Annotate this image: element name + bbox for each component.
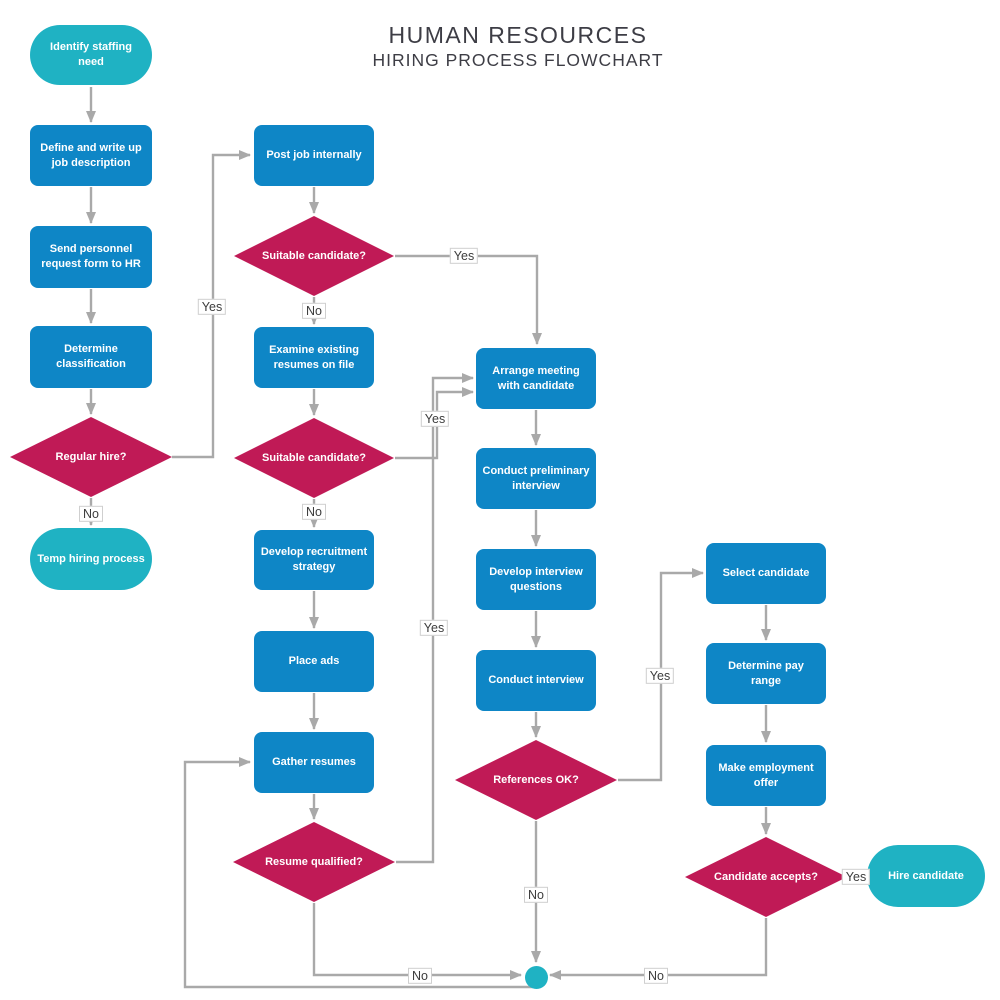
edge-label-sc1-yes: Yes bbox=[449, 247, 479, 265]
edge-label-sc1-no: No bbox=[302, 302, 326, 320]
node-label: Regular hire? bbox=[55, 450, 127, 463]
node-label: Candidate accepts? bbox=[714, 870, 818, 883]
node-label: Hire candidate bbox=[888, 869, 964, 882]
edge-label-regular-hire-no: No bbox=[79, 505, 103, 523]
node-arrange-meeting: Arrange meeting with candidate bbox=[476, 348, 596, 409]
node-post-job-internally: Post job internally bbox=[254, 125, 374, 186]
node-label: Determine pay range bbox=[728, 659, 804, 687]
edge-accepts-no bbox=[549, 918, 768, 980]
node-label: Resume qualified? bbox=[265, 855, 363, 868]
title-line2: HIRING PROCESS FLOWCHART bbox=[372, 50, 664, 70]
edge-label-rq-no: No bbox=[408, 967, 432, 985]
edge-label-references-no: No bbox=[524, 886, 548, 904]
edge-label-regular-hire-yes: Yes bbox=[197, 298, 227, 316]
node-label: Post job internally bbox=[266, 149, 362, 162]
edge-label-accepts-yes: Yes bbox=[841, 868, 871, 886]
node-label: Define and write up job description bbox=[40, 141, 142, 169]
node-label: Send personnel request form to HR bbox=[41, 243, 141, 270]
node-develop-recruitment-strategy: Develop recruitment strategy bbox=[254, 530, 374, 590]
node-label: Gather resumes bbox=[272, 756, 356, 769]
node-label: Suitable candidate? bbox=[262, 249, 366, 262]
node-label: Identify staffing need bbox=[50, 41, 132, 68]
node-send-personnel-request: Send personnel request form to HR bbox=[30, 226, 152, 288]
edge-sc1-yes bbox=[395, 254, 542, 345]
node-label: Arrange meeting with candidate bbox=[492, 364, 580, 392]
node-temp-hiring-process: Temp hiring process bbox=[30, 528, 152, 590]
node-label: Make employment offer bbox=[718, 761, 814, 789]
node-label: Determine classification bbox=[56, 343, 126, 370]
node-conduct-interview: Conduct interview bbox=[476, 650, 596, 711]
node-identify-staffing-need: Identify staffing need bbox=[30, 25, 152, 85]
node-hire-candidate: Hire candidate bbox=[867, 845, 985, 907]
edge-label-rq-yes: Yes bbox=[419, 619, 449, 637]
edge-label-references-yes: Yes bbox=[645, 667, 675, 685]
edge-rq-no bbox=[312, 903, 522, 980]
page-title: HUMAN RESOURCES HIRING PROCESS FLOWCHART bbox=[258, 22, 778, 71]
node-make-employment-offer: Make employment offer bbox=[706, 745, 826, 806]
node-label: Develop recruitment strategy bbox=[260, 546, 368, 573]
node-label: Conduct preliminary interview bbox=[482, 464, 590, 492]
edge-label-accepts-no: No bbox=[644, 967, 668, 985]
node-label: Develop interview questions bbox=[489, 565, 583, 593]
title-line1: HUMAN RESOURCES bbox=[388, 22, 648, 48]
node-label: Temp hiring process bbox=[37, 552, 145, 565]
node-gather-resumes: Gather resumes bbox=[254, 732, 374, 793]
node-develop-interview-questions: Develop interview questions bbox=[476, 549, 596, 610]
node-label: Suitable candidate? bbox=[262, 451, 366, 464]
edge-label-sc2-no: No bbox=[302, 503, 326, 521]
node-place-ads: Place ads bbox=[254, 631, 374, 692]
node-examine-existing-resumes: Examine existing resumes on file bbox=[254, 327, 374, 388]
node-select-candidate: Select candidate bbox=[706, 543, 826, 604]
node-determine-classification: Determine classification bbox=[30, 326, 152, 388]
node-conduct-preliminary-interview: Conduct preliminary interview bbox=[476, 448, 596, 509]
node-label: Conduct interview bbox=[488, 674, 584, 687]
node-label: Place ads bbox=[288, 655, 340, 668]
node-label: Select candidate bbox=[722, 567, 810, 580]
node-label: References OK? bbox=[493, 773, 579, 786]
node-determine-pay-range: Determine pay range bbox=[706, 643, 826, 704]
edge-junction-loop-to-gather bbox=[183, 757, 536, 989]
node-define-job-description: Define and write up job description bbox=[30, 125, 152, 186]
junction-connector bbox=[525, 966, 548, 989]
edge-label-sc2-yes: Yes bbox=[420, 410, 450, 428]
node-label: Examine existing resumes on file bbox=[269, 343, 359, 371]
